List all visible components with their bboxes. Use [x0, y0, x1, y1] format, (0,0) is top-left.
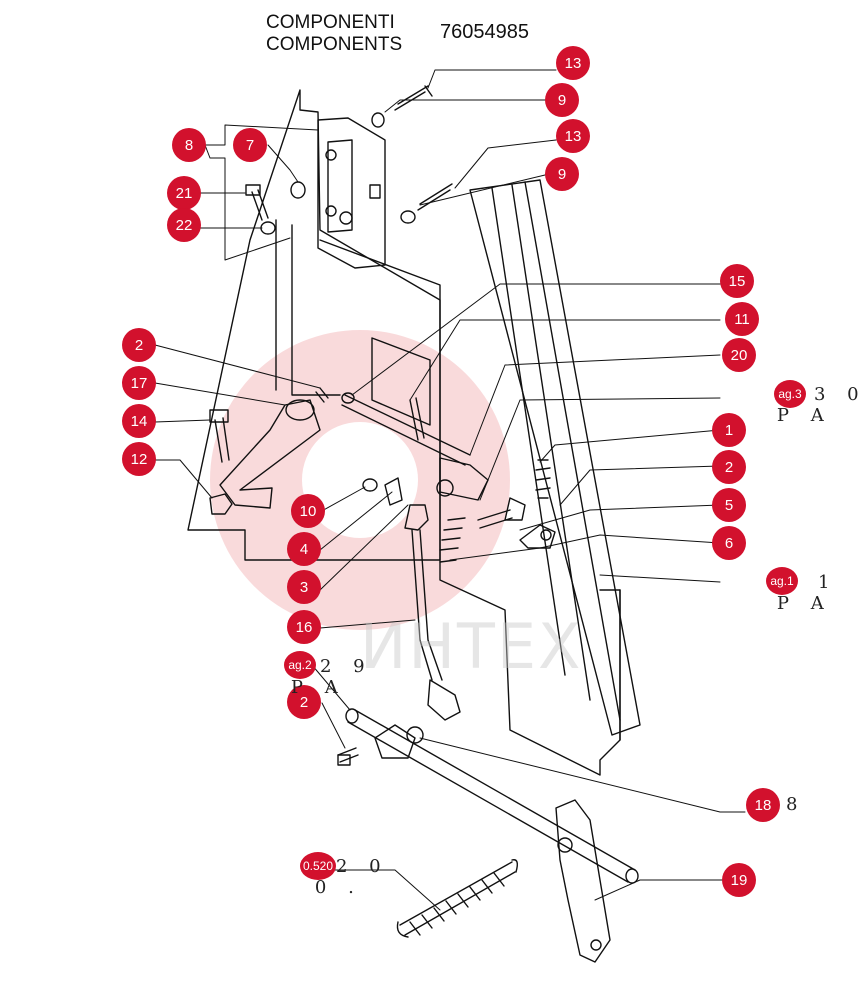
title-english: COMPONENTS: [266, 34, 403, 55]
callout-6[interactable]: 6: [712, 526, 746, 560]
page-ref-prefix: P A: [776, 593, 832, 614]
callout-4[interactable]: 4: [287, 532, 321, 566]
rod-16: [404, 504, 429, 531]
callout-19[interactable]: 19: [722, 863, 756, 897]
leader-lines: [154, 69, 746, 911]
callout-20[interactable]: 20: [722, 338, 756, 372]
shaft-18: [347, 709, 636, 883]
rail-2: [491, 181, 621, 721]
lever-19: [555, 799, 611, 963]
callout-8[interactable]: 8: [172, 128, 206, 162]
page-ref-11: P A: [722, 572, 832, 635]
callout-10[interactable]: 10: [291, 494, 325, 528]
page-ref-suffix: 1: [818, 572, 838, 593]
bracket-slot: [327, 139, 353, 233]
page-ref-29: P A: [236, 656, 346, 719]
screw-13a: [394, 85, 433, 111]
watermark-text: ИНТЕХ: [360, 610, 583, 683]
screw-13b: [417, 183, 453, 211]
callout-13[interactable]: 13: [556, 119, 590, 153]
pedal-arm: [219, 399, 321, 509]
page-ref-suffix: 3 0: [814, 384, 867, 405]
callout-15[interactable]: 15: [720, 264, 754, 298]
spring-3: [399, 861, 516, 936]
callout-7[interactable]: 7: [233, 128, 267, 162]
callout-3[interactable]: 3: [287, 570, 321, 604]
rail-3: [599, 589, 621, 741]
part-code: 76054985: [440, 21, 529, 43]
page-ref-badge[interactable]: ag.2: [284, 651, 316, 679]
spring-1: [535, 459, 551, 499]
callout-9[interactable]: 9: [545, 83, 579, 117]
page-ref-badge[interactable]: ag.1: [766, 567, 798, 595]
spring-2: [439, 517, 466, 563]
bracket: [317, 117, 386, 269]
callout-2[interactable]: 2: [287, 685, 321, 719]
callout-14[interactable]: 14: [122, 404, 156, 438]
spring-ref-badge[interactable]: 0.520: [300, 852, 336, 880]
spring-ref: 0 .: [260, 856, 362, 919]
collar-6: [519, 524, 556, 549]
callout-12[interactable]: 12: [122, 442, 156, 476]
spring-ref-suffix: 2 0: [336, 856, 389, 877]
left-plate-inner: [275, 219, 341, 396]
title-italian: COMPONENTI: [266, 12, 395, 33]
page-ref-30: P A: [722, 384, 832, 447]
window: [371, 337, 431, 426]
callout-1[interactable]: 1: [712, 413, 746, 447]
page-ref-prefix: P A: [776, 405, 832, 426]
callout-18[interactable]: 18: [746, 788, 780, 822]
callout-17[interactable]: 17: [122, 366, 156, 400]
shaft-15: [341, 394, 471, 466]
page-ref-prefix: P A: [290, 677, 346, 698]
callout-22[interactable]: 22: [167, 208, 201, 242]
spring-ref-prefix: 0 .: [314, 877, 362, 898]
page-ref-suffix: 2 9: [320, 656, 373, 677]
callout-21[interactable]: 21: [167, 176, 201, 210]
callout-9[interactable]: 9: [545, 157, 579, 191]
callout-13[interactable]: 13: [556, 46, 590, 80]
page-ref-badge[interactable]: ag.3: [774, 380, 806, 408]
callout-16[interactable]: 16: [287, 610, 321, 644]
callout-5[interactable]: 5: [712, 488, 746, 522]
callout-2[interactable]: 2: [712, 450, 746, 484]
watermark-gear-hole: [302, 422, 418, 538]
left-plate: [187, 89, 441, 561]
callout-2[interactable]: 2: [122, 328, 156, 362]
rail-1: [469, 179, 641, 736]
lever-20: [439, 457, 489, 501]
callout-11[interactable]: 11: [725, 302, 759, 336]
ref-18-tail: 8: [786, 794, 798, 815]
main-panel: [319, 239, 621, 776]
